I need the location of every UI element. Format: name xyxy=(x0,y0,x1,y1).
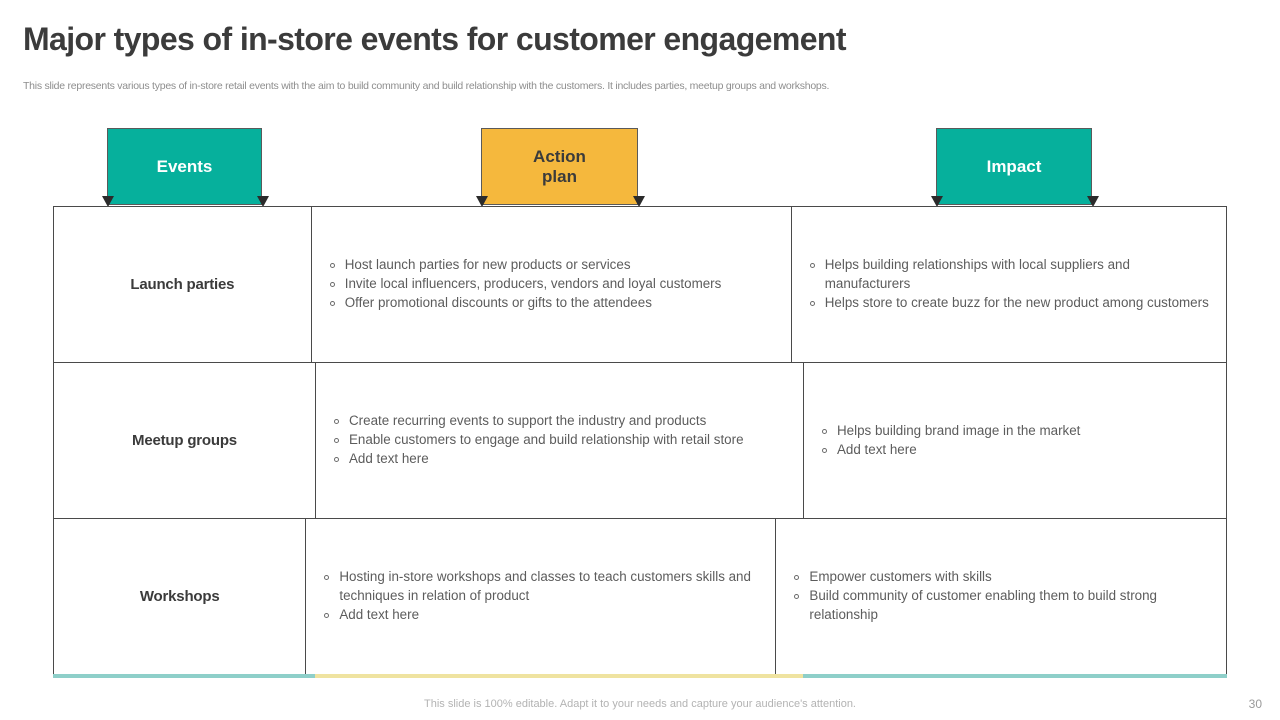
list-item: Empower customers with skills xyxy=(792,568,1212,587)
list-item: Add text here xyxy=(820,441,1212,460)
list-item: Hosting in-store workshops and classes t… xyxy=(322,568,761,605)
arrow-down-icon-impact-right xyxy=(1087,196,1099,207)
list-item: Add text here xyxy=(332,450,789,469)
list-item: Build community of customer enabling the… xyxy=(792,587,1212,624)
page-subtitle: This slide represents various types of i… xyxy=(23,80,830,92)
row-label: Meetup groups xyxy=(132,432,237,449)
action-plan-list: Create recurring events to support the i… xyxy=(316,412,803,468)
action-plan-label-line2: plan xyxy=(542,166,577,186)
row-label: Launch parties xyxy=(130,276,235,293)
list-item: Helps building relationships with local … xyxy=(808,256,1212,293)
footer-note: This slide is 100% editable. Adapt it to… xyxy=(424,698,856,710)
list-item: Host launch parties for new products or … xyxy=(328,256,777,275)
arrow-down-icon-events-right xyxy=(257,196,269,207)
events-table: Launch parties Host launch parties for n… xyxy=(53,206,1227,675)
row-label-cell: Launch parties xyxy=(54,207,312,362)
column-banner-events[interactable]: Events xyxy=(107,128,262,205)
action-plan-label-line1: Action xyxy=(533,146,586,166)
table-row: Launch parties Host launch parties for n… xyxy=(54,207,1226,363)
page-title: Major types of in-store events for custo… xyxy=(23,21,847,57)
arrow-down-icon-impact-left xyxy=(931,196,943,207)
page-number: 30 xyxy=(1248,697,1262,711)
action-plan-list: Hosting in-store workshops and classes t… xyxy=(306,568,775,624)
action-plan-cell: Create recurring events to support the i… xyxy=(316,363,804,518)
list-item: Helps building brand image in the market xyxy=(820,422,1212,441)
list-item: Create recurring events to support the i… xyxy=(332,412,789,431)
row-label-cell: Meetup groups xyxy=(54,363,316,518)
impact-cell: Helps building relationships with local … xyxy=(792,207,1226,362)
column-banner-impact-label: Impact xyxy=(986,156,1042,176)
impact-list: Helps building relationships with local … xyxy=(792,256,1226,312)
list-item: Enable customers to engage and build rel… xyxy=(332,431,789,450)
list-item: Helps store to create buzz for the new p… xyxy=(808,294,1212,313)
accent-segment-events xyxy=(53,674,315,678)
impact-list: Helps building brand image in the market… xyxy=(804,422,1226,459)
table-row: Workshops Hosting in-store workshops and… xyxy=(54,519,1226,674)
arrow-down-icon-action-right xyxy=(633,196,645,207)
list-item: Add text here xyxy=(322,606,761,625)
impact-list: Empower customers with skills Build comm… xyxy=(776,568,1226,624)
accent-segment-impact xyxy=(803,674,1227,678)
accent-segment-action-plan xyxy=(315,674,803,678)
column-banner-impact[interactable]: Impact xyxy=(936,128,1092,205)
arrow-down-icon-action-left xyxy=(476,196,488,207)
impact-cell: Empower customers with skills Build comm… xyxy=(776,519,1226,674)
list-item: Invite local influencers, producers, ven… xyxy=(328,275,777,294)
row-label-cell: Workshops xyxy=(54,519,307,674)
action-plan-cell: Host launch parties for new products or … xyxy=(312,207,792,362)
column-banner-action-plan[interactable]: Action plan xyxy=(481,128,638,205)
action-plan-cell: Hosting in-store workshops and classes t… xyxy=(306,519,777,674)
arrow-down-icon-events-left xyxy=(102,196,114,207)
column-banner-action-plan-label: Action plan xyxy=(533,147,586,186)
impact-cell: Helps building brand image in the market… xyxy=(804,363,1226,518)
table-accent-bar xyxy=(53,674,1227,678)
row-label: Workshops xyxy=(139,588,220,605)
column-banner-events-label: Events xyxy=(156,156,213,176)
table-row: Meetup groups Create recurring events to… xyxy=(54,363,1226,519)
action-plan-list: Host launch parties for new products or … xyxy=(312,256,791,312)
list-item: Offer promotional discounts or gifts to … xyxy=(328,294,777,313)
